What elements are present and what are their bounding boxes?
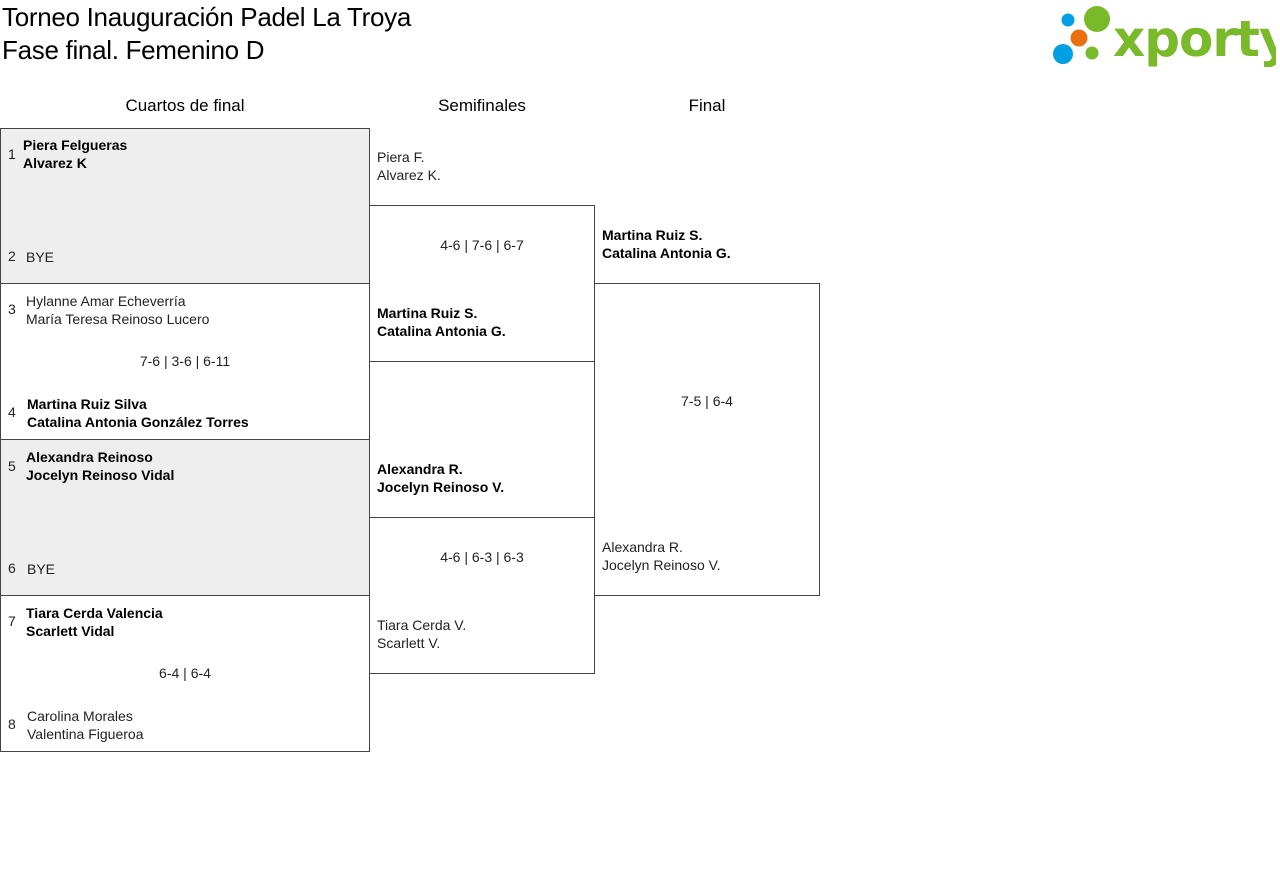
seed: 1 [8,146,16,162]
svg-text:xporty: xporty [1113,10,1276,68]
sf-match-1[interactable]: 4-6 | 7-6 | 6-7 Martina Ruiz S.Catalina … [369,205,595,362]
sf2-team-top[interactable]: Alexandra R.Jocelyn Reinoso V. [377,461,505,495]
column-header-quarterfinals: Cuartos de final [125,96,245,115]
match-score: 4-6 | 7-6 | 6-7 [440,237,524,253]
seed: 2 [8,248,16,264]
seed: 4 [8,404,16,420]
seed: 3 [8,301,16,317]
xporty-logo: xporty [1050,4,1280,68]
final-match[interactable]: 7-5 | 6-4 Alexandra R.Jocelyn Reinoso V. [594,283,820,596]
final-team-top[interactable]: Martina Ruiz S.Catalina Antonia G. [602,227,731,261]
seed: 5 [8,458,16,474]
match-score: 7-6 | 3-6 | 6-11 [139,353,231,369]
tournament-title: Torneo Inauguración Padel La Troya [2,2,411,32]
match-score: 6-4 | 6-4 [159,665,211,681]
seed: 6 [8,560,16,576]
team-bottom: BYE [26,249,55,265]
team-bottom: BYE [27,561,56,577]
match-score: 7-5 | 6-4 [681,393,733,409]
seed: 8 [8,716,16,732]
match-score: 4-6 | 6-3 | 6-3 [440,549,524,565]
column-header-final: Final [688,96,726,115]
column-header-semifinals: Semifinales [438,96,526,115]
final-team-bottom[interactable]: Alexandra R.Jocelyn Reinoso V. [602,539,721,573]
sf1-team-top[interactable]: Piera F.Alvarez K. [377,149,441,183]
sf-match-2[interactable]: 4-6 | 6-3 | 6-3 Tiara Cerda V.Scarlett V… [369,517,595,674]
sf2-team-bottom[interactable]: Tiara Cerda V.Scarlett V. [377,617,467,651]
seed: 7 [8,613,16,629]
phase-title: Fase final. Femenino D [2,35,265,65]
sf1-team-bottom[interactable]: Martina Ruiz S.Catalina Antonia G. [377,305,506,339]
